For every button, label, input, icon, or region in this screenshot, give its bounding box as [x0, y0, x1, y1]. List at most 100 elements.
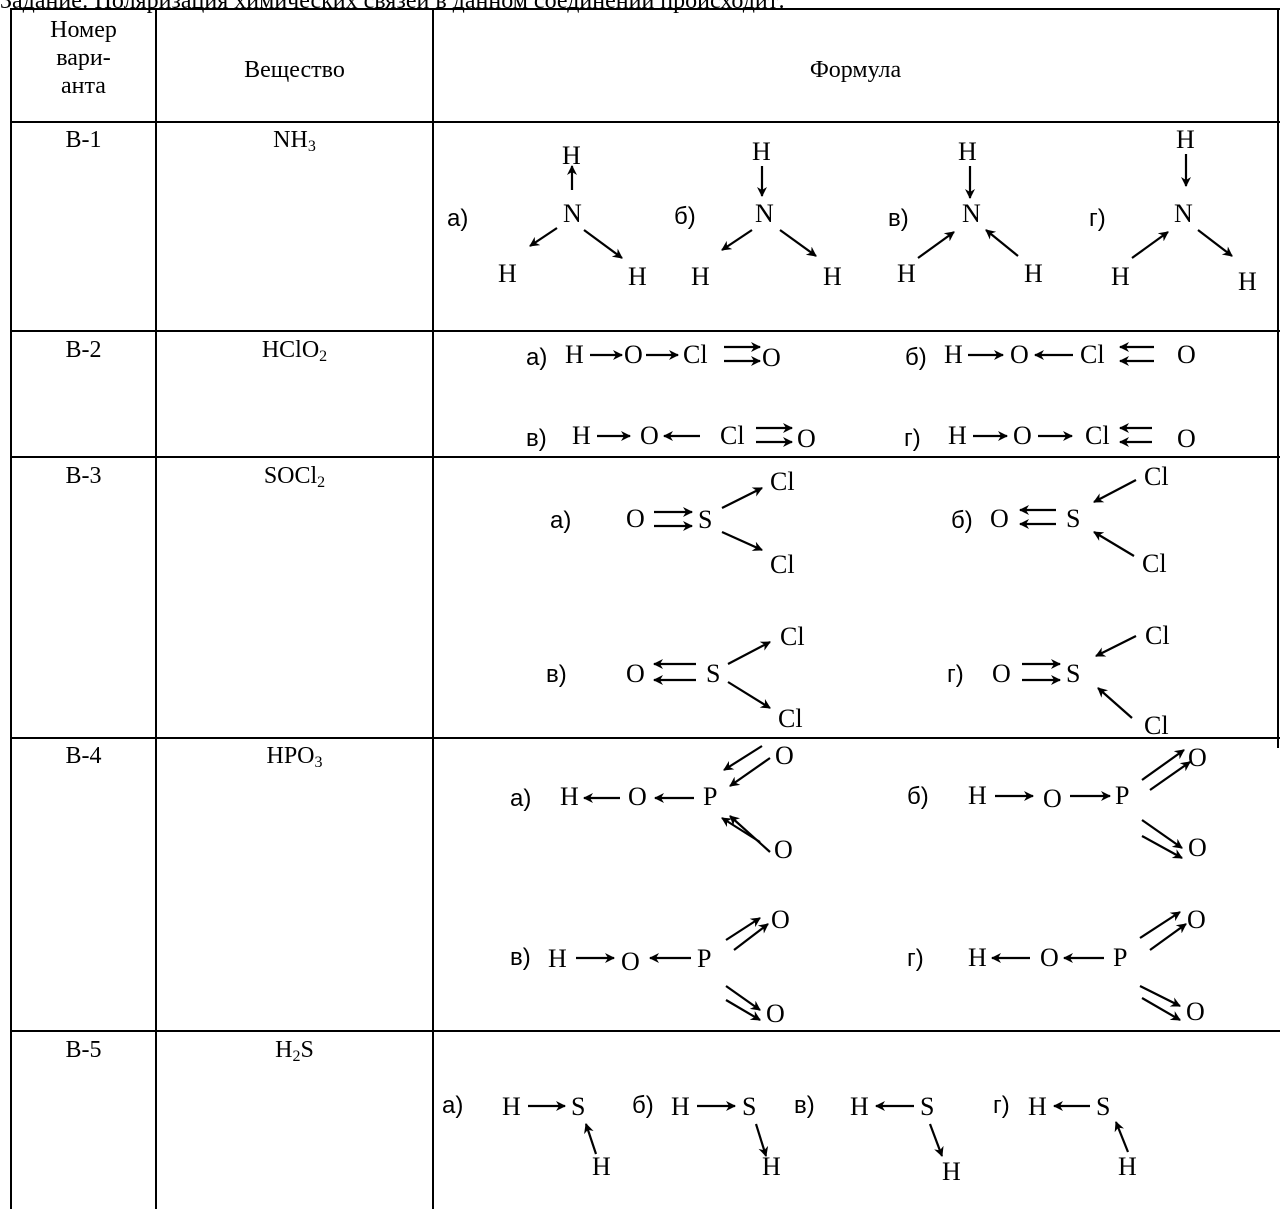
- substance-formula: HClO2: [157, 336, 432, 367]
- option-label: б): [951, 507, 973, 534]
- element-symbol: S: [742, 1092, 756, 1121]
- header-variant-line-3: анта: [61, 73, 106, 99]
- element-symbol: O: [1010, 340, 1029, 369]
- polarization-arrow: [723, 745, 763, 771]
- element-symbol: O: [771, 905, 790, 934]
- substance-base: NH: [273, 127, 308, 153]
- element-symbol: O: [1188, 833, 1207, 862]
- polarization-arrow: [1139, 911, 1181, 939]
- variant-number: В-1: [65, 127, 102, 153]
- polarization-arrow: [729, 757, 771, 787]
- option-label: г): [904, 425, 921, 452]
- polarization-arrow: [1095, 635, 1137, 657]
- polarization-arrow: [584, 1123, 598, 1155]
- element-symbol: O: [762, 343, 781, 372]
- element-symbol: Cl: [1085, 421, 1110, 450]
- option-label: г): [947, 661, 964, 688]
- polarization-arrow: [1197, 229, 1233, 257]
- substance-subscript: 3: [307, 138, 316, 155]
- element-symbol: O: [1177, 424, 1196, 453]
- element-symbol: H: [823, 262, 842, 291]
- variant-number: В-4: [65, 743, 102, 769]
- element-symbol: Cl: [1145, 621, 1170, 650]
- element-symbol: O: [990, 504, 1009, 533]
- polarization-arrow: [1149, 761, 1191, 791]
- polarization-arrow: [725, 999, 761, 1021]
- polarization-arrow: [1097, 687, 1133, 719]
- option-label: г): [1089, 205, 1106, 232]
- element-symbol: H: [897, 259, 916, 288]
- polarization-arrow: [727, 681, 771, 709]
- element-symbol: H: [762, 1152, 781, 1181]
- element-symbol: S: [920, 1092, 934, 1121]
- element-symbol: N: [755, 199, 774, 228]
- element-symbol: O: [1186, 997, 1205, 1026]
- substance-base: S: [300, 1037, 314, 1063]
- element-symbol: N: [1174, 199, 1193, 228]
- polarization-arrow: [1141, 819, 1183, 849]
- polarization-arrow: [1139, 985, 1181, 1007]
- element-symbol: O: [992, 659, 1011, 688]
- substance-subscript: 3: [314, 754, 323, 771]
- element-symbol: H: [628, 262, 647, 291]
- polarization-arrow: [729, 815, 771, 853]
- option-label: в): [510, 944, 531, 971]
- element-symbol: O: [626, 504, 645, 533]
- table-border-left: [10, 8, 12, 1209]
- polarization-arrow: [1141, 749, 1185, 781]
- element-symbol: Cl: [1144, 711, 1169, 740]
- option-label: б): [632, 1092, 654, 1119]
- polarization-arrow: [928, 1123, 944, 1157]
- element-symbol: H: [944, 340, 963, 369]
- polarization-arrow: [754, 1123, 769, 1157]
- element-symbol: O: [640, 421, 659, 450]
- element-symbol: H: [572, 421, 591, 450]
- row-divider-3: [10, 737, 1280, 739]
- option-label: г): [907, 945, 924, 972]
- element-symbol: S: [698, 505, 712, 534]
- polarization-arrow: [721, 487, 763, 509]
- row-divider-2: [10, 456, 1280, 458]
- element-symbol: Cl: [1144, 462, 1169, 491]
- polarization-arrow: [1114, 1121, 1130, 1153]
- element-symbol: Cl: [770, 550, 795, 579]
- element-symbol: N: [563, 199, 582, 228]
- element-symbol: P: [697, 944, 711, 973]
- substance-base: SOCl: [263, 463, 318, 489]
- header-variant-line-2: вари-: [56, 45, 111, 71]
- element-symbol: H: [1176, 125, 1195, 154]
- substance-formula: H2S: [157, 1036, 432, 1067]
- element-symbol: P: [1115, 781, 1129, 810]
- task-text: Задание: Поляризация химических связей в…: [0, 0, 785, 14]
- polarization-arrow: [779, 229, 817, 257]
- element-symbol: H: [948, 421, 967, 450]
- variant-number: В-2: [65, 337, 102, 363]
- polarization-arrow: [1093, 531, 1135, 557]
- option-label: в): [794, 1092, 815, 1119]
- element-symbol: H: [565, 340, 584, 369]
- element-symbol: H: [1238, 267, 1257, 296]
- polarization-arrow: [583, 229, 623, 259]
- polarization-arrow: [725, 917, 761, 941]
- polarization-arrow: [721, 817, 761, 843]
- option-label: б): [674, 203, 696, 230]
- table-border-col3: [432, 8, 434, 1209]
- table-border-col2: [155, 8, 157, 1209]
- element-symbol: H: [752, 137, 771, 166]
- element-symbol: O: [1177, 340, 1196, 369]
- element-symbol: O: [626, 659, 645, 688]
- element-symbol: S: [1066, 659, 1080, 688]
- element-symbol: S: [571, 1092, 585, 1121]
- element-symbol: Cl: [1142, 549, 1167, 578]
- substance-subscript: 2: [292, 1048, 301, 1065]
- element-symbol: H: [1024, 259, 1043, 288]
- element-symbol: O: [775, 741, 794, 770]
- element-symbol: H: [850, 1092, 869, 1121]
- substance-formula: HPO3: [157, 742, 432, 773]
- element-symbol: O: [1188, 743, 1207, 772]
- element-symbol: H: [1118, 1152, 1137, 1181]
- polarization-arrow: [1141, 997, 1181, 1021]
- element-symbol: O: [628, 782, 647, 811]
- substance-formula: SOCl2: [157, 462, 432, 493]
